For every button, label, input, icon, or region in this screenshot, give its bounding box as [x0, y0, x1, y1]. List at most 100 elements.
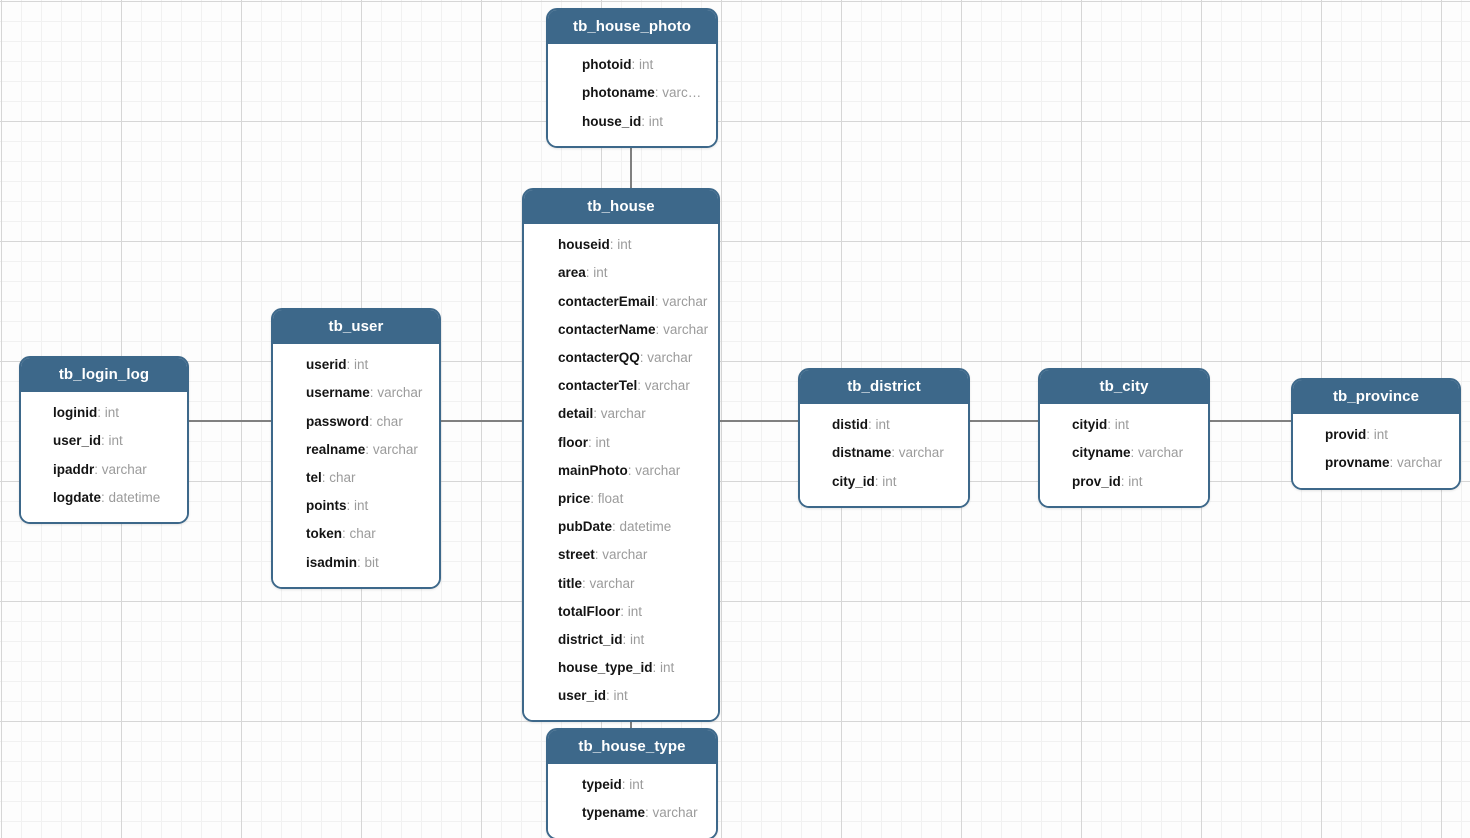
- field-row: city_id: int: [832, 473, 897, 489]
- field-type-value: int: [593, 265, 608, 281]
- field-row: house_id: int: [548, 108, 716, 136]
- entity-tb_district[interactable]: tb_district distid: int distname: varcha…: [798, 368, 970, 508]
- field-type-value: varchar: [898, 445, 944, 461]
- field-type-value: varchar: [647, 350, 693, 365]
- field-row: mainPhoto: varchar: [558, 462, 681, 478]
- field-row: username: varchar: [306, 385, 423, 401]
- field-type-value: varchar: [1138, 445, 1184, 461]
- field-name: area: [558, 265, 586, 281]
- field-type-value: int: [1128, 473, 1143, 489]
- field-row: provid: int: [1325, 427, 1389, 443]
- field-row: contacterTel: varchar: [558, 378, 690, 394]
- field-row: title: varchar: [558, 575, 635, 591]
- entity-fields-tb_district: distid: int distname: varchar city_id: i…: [800, 404, 968, 506]
- field-type-value: int: [595, 434, 610, 450]
- field-type-value: int: [613, 688, 628, 704]
- entity-tb_login_log[interactable]: tb_login_log loginid: int user_id: int i…: [19, 356, 189, 524]
- field-type-value: char: [376, 413, 403, 429]
- field-type-value: bit: [364, 554, 379, 570]
- field-row: totalFloor: int: [558, 603, 643, 619]
- field-row: realname: varchar: [306, 441, 418, 457]
- field-name: typeid: [582, 777, 622, 793]
- field-name: floor: [558, 434, 588, 450]
- field-name: logdate: [53, 489, 102, 505]
- field-row: userid: int: [306, 357, 369, 373]
- field-row: houseid: int: [558, 237, 632, 253]
- field-type-value: int: [617, 237, 632, 253]
- entity-fields-tb_house_photo: photoid: int photoname: varc… house_id: …: [548, 44, 716, 146]
- entity-tb_house_photo[interactable]: tb_house_photo photoid: int photoname: v…: [546, 8, 718, 148]
- field-name: price: [558, 490, 591, 506]
- field-name: totalFloor: [558, 603, 621, 619]
- entity-tb_house[interactable]: tb_house houseid: int area: int contacte…: [522, 188, 720, 723]
- field-row: isadmin: bit: [306, 554, 379, 570]
- field-row: contacterQQ: varchar: [558, 350, 693, 365]
- field-name: tel: [306, 470, 322, 485]
- entity-tb_province[interactable]: tb_province provid: int provname: varcha…: [1291, 378, 1461, 490]
- field-row: provname: varchar: [1325, 455, 1443, 471]
- entity-tb_house_type[interactable]: tb_house_type typeid: int typename: varc…: [546, 728, 718, 838]
- field-name: title: [558, 575, 583, 591]
- entity-title-tb_house: tb_house: [524, 190, 718, 225]
- field-row: typeid: int: [582, 777, 644, 793]
- field-name: cityid: [1072, 417, 1108, 433]
- field-type-value: int: [630, 631, 645, 647]
- field-type-value: int: [648, 113, 664, 129]
- field-name: user_id: [53, 433, 102, 449]
- field-row: photoname: varc…: [548, 79, 716, 107]
- field-name: contacterEmail: [558, 293, 655, 309]
- entity-fields-tb_login_log: loginid: int user_id: int ipaddr: varcha…: [21, 392, 187, 522]
- entity-title-tb_login_log: tb_login_log: [21, 358, 187, 393]
- field-name: password: [306, 413, 370, 429]
- field-type-value: int: [639, 57, 654, 73]
- field-name: mainPhoto: [558, 462, 628, 478]
- field-name: realname: [306, 441, 366, 457]
- field-row: floor: int: [558, 434, 610, 450]
- field-type-value: datetime: [619, 519, 672, 535]
- field-row: photoid: int: [548, 51, 716, 79]
- relationship-line-user-house: [440, 420, 524, 422]
- entity-fields-tb_user: userid: int username: varchar password: …: [273, 344, 439, 587]
- entity-tb_user[interactable]: tb_user userid: int username: varchar pa…: [271, 308, 441, 589]
- field-name: token: [306, 526, 343, 542]
- field-name: street: [558, 547, 595, 563]
- field-row: detail: varchar: [558, 406, 646, 422]
- entity-title-tb_house_type: tb_house_type: [548, 730, 716, 765]
- field-name: detail: [558, 406, 594, 422]
- field-row: contacterName: varchar: [558, 321, 709, 337]
- field-type-value: varchar: [1397, 455, 1443, 471]
- field-row: loginid: int: [53, 405, 120, 421]
- field-name: loginid: [53, 405, 98, 421]
- field-row: user_id: int: [53, 433, 123, 449]
- field-name: prov_id: [1072, 473, 1121, 489]
- field-name: ipaddr: [53, 461, 95, 477]
- field-name: typename: [582, 805, 646, 821]
- entity-tb_city[interactable]: tb_city cityid: int cityname: varchar pr…: [1038, 368, 1210, 508]
- entity-fields-tb_city: cityid: int cityname: varchar prov_id: i…: [1040, 404, 1208, 506]
- relationship-line-house_photo-house: [630, 129, 632, 190]
- field-row: tel: char: [306, 470, 356, 485]
- field-type-value: int: [875, 417, 890, 433]
- field-row: street: varchar: [558, 547, 648, 563]
- field-name: username: [306, 385, 370, 401]
- field-name: house_id: [582, 113, 642, 129]
- field-name: contacterTel: [558, 378, 638, 394]
- entity-title-tb_user: tb_user: [273, 310, 439, 345]
- field-type-value: varchar: [377, 385, 423, 401]
- field-name: district_id: [558, 631, 623, 647]
- field-type-value: varchar: [652, 805, 698, 821]
- field-type-value: char: [329, 470, 356, 485]
- field-row: token: char: [306, 526, 376, 542]
- field-row: points: int: [306, 498, 369, 514]
- field-type-value: float: [597, 490, 624, 506]
- relationship-line-district-city: [968, 420, 1040, 422]
- field-type-value: varchar: [635, 462, 681, 478]
- field-name: distname: [832, 445, 892, 461]
- field-row: contacterEmail: varchar: [558, 293, 708, 309]
- field-type-value: varc…: [662, 85, 702, 101]
- field-name: photoname: [582, 85, 655, 101]
- field-type-value: int: [104, 405, 120, 421]
- field-type-value: int: [1114, 417, 1130, 433]
- field-type-value: char: [349, 526, 376, 542]
